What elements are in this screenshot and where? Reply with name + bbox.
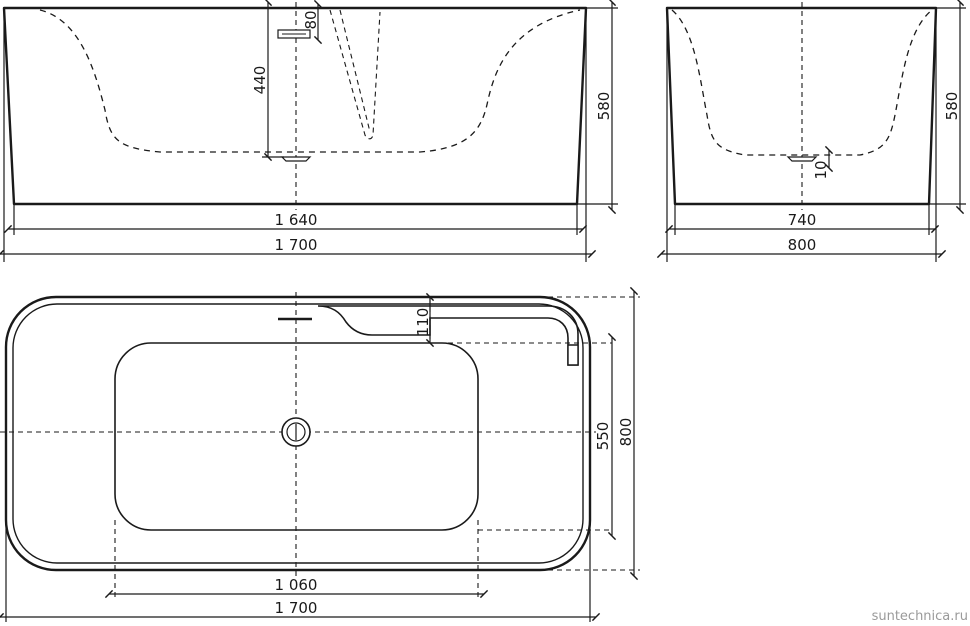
dim-110-label: 110 <box>414 308 432 337</box>
top-tub-rim-outline <box>12 303 584 564</box>
dim-740-label: 740 <box>788 211 817 229</box>
dim-80-label: 80 <box>302 10 320 29</box>
top-tub-outer-outline <box>4 295 592 572</box>
dim-1700-front-label: 1 700 <box>275 236 318 254</box>
front-faucet-spout-dashed <box>329 9 381 140</box>
top-spout-lip <box>567 344 579 366</box>
top-view: 110 550 800 1 060 1 700 <box>0 286 640 622</box>
dim-10-label: 10 <box>812 160 830 179</box>
dim-550-label: 550 <box>594 422 612 451</box>
front-faucet-spout-dashed-2 <box>339 9 371 133</box>
dim-800-side-label: 800 <box>788 236 817 254</box>
dim-800-top-label: 800 <box>617 418 635 447</box>
side-inner-basin-dashed <box>671 9 933 156</box>
dim-1700-top-label: 1 700 <box>275 599 318 617</box>
top-faucet-deck <box>317 305 579 366</box>
dim-580-side-label: 580 <box>943 92 961 121</box>
front-view: 440 80 580 1 640 1 700 <box>0 0 618 262</box>
front-inner-basin-dashed <box>39 9 581 153</box>
dim-580-front-label: 580 <box>595 92 613 121</box>
dim-440-label: 440 <box>251 66 269 95</box>
side-drain <box>786 156 818 162</box>
dim-1060-label: 1 060 <box>275 576 318 594</box>
front-drain <box>280 156 312 162</box>
watermark: suntechnica.ru <box>872 609 968 624</box>
dim-1640-label: 1 640 <box>275 211 318 229</box>
side-view: 10 580 740 800 <box>656 0 966 262</box>
